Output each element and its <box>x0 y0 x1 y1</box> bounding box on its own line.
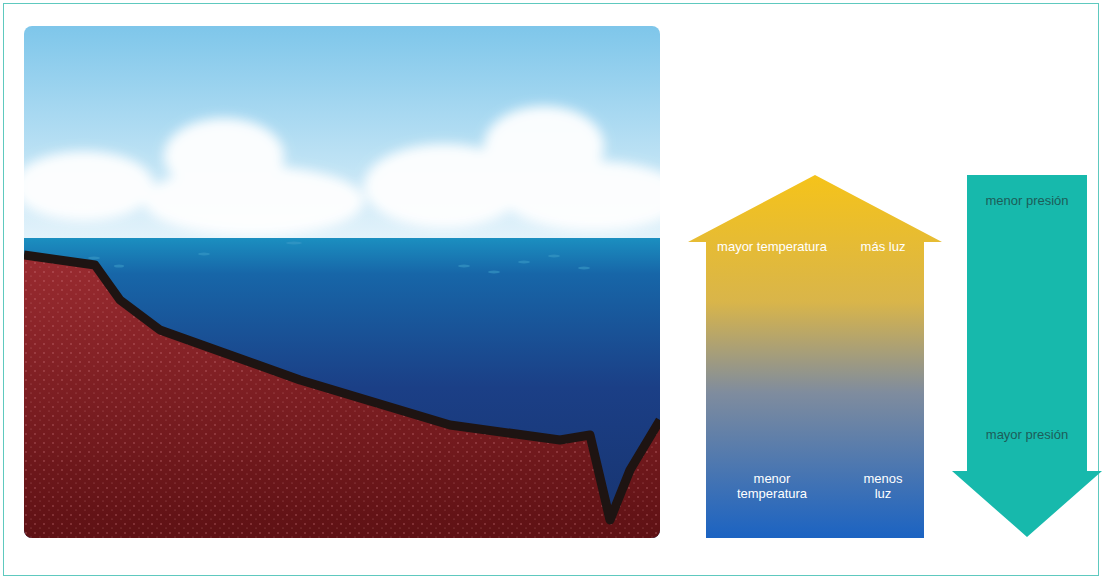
arrow-shape <box>948 175 1104 537</box>
arrow-label: más luz <box>858 239 908 254</box>
arrow-label: mayor presión <box>977 427 1077 442</box>
arrow-label: menor temperatura <box>717 471 827 501</box>
arrow-label: menos luz <box>858 471 908 501</box>
arrow-label: menor presión <box>977 193 1077 208</box>
temperature-light-arrow: mayor temperatura más luz menor temperatur… <box>688 175 942 538</box>
arrow-label: mayor temperatura <box>717 239 827 254</box>
arrow-shape <box>688 175 942 538</box>
ocean-illustration <box>24 26 660 538</box>
pressure-arrow: menor presión mayor presión <box>948 175 1104 537</box>
